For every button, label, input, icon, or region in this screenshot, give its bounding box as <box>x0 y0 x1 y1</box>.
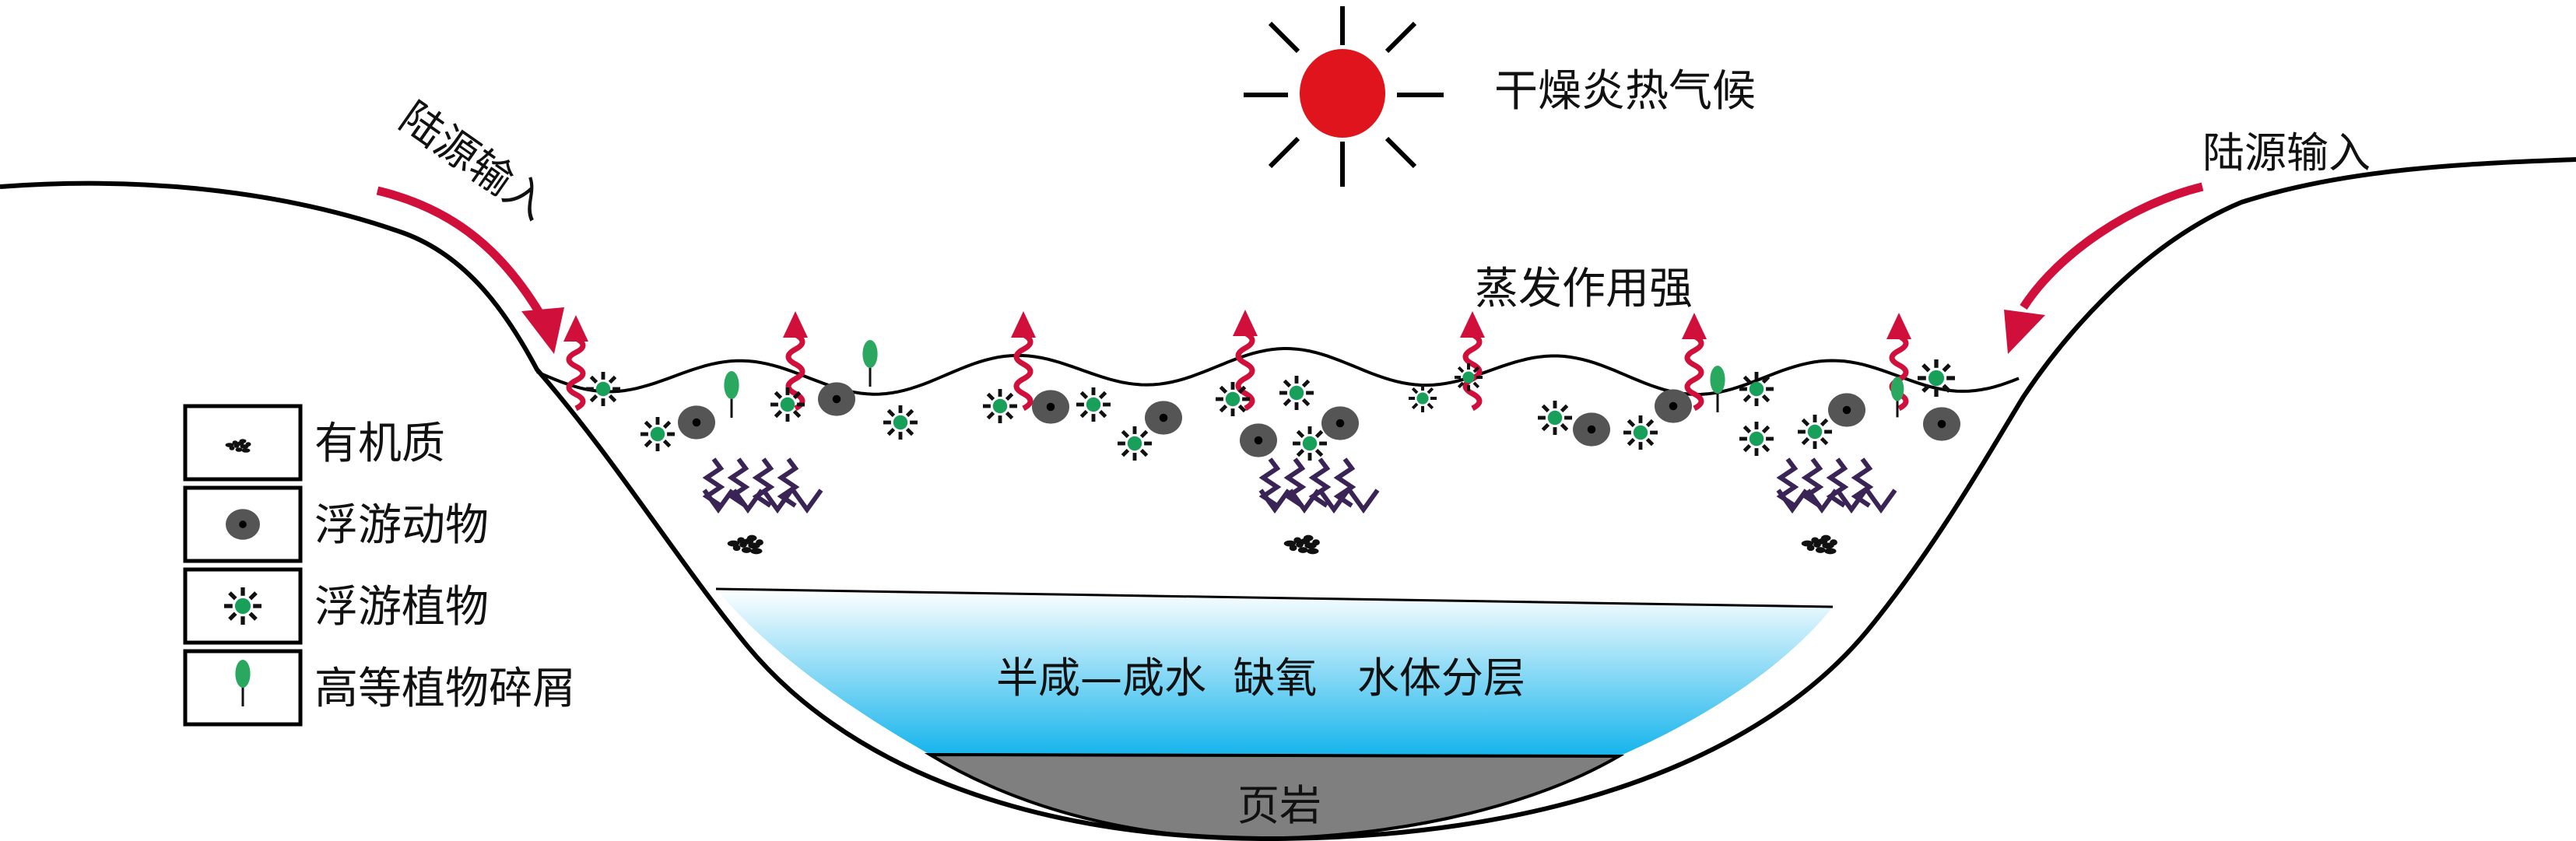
zooplankton-icon <box>1828 393 1865 427</box>
zooplankton-icon <box>1923 407 1960 441</box>
zooplankton-icon <box>1240 423 1277 457</box>
climate-label: 干燥炎热气候 <box>1494 66 1756 117</box>
evaporation-label: 蒸发作用强 <box>1475 264 1693 314</box>
organic-matter-icon <box>1283 534 1320 555</box>
plant-debris-icon <box>862 340 878 387</box>
phytoplankton-icon <box>1076 387 1111 422</box>
legend-item-organic: 有机质 <box>183 404 445 482</box>
legend-label: 有机质 <box>314 419 445 469</box>
zooplankton-icon <box>1573 412 1610 447</box>
legend-item-zoo: 浮游动物 <box>183 485 489 563</box>
terrestrial-input-label-right: 陆源输入 <box>2202 128 2371 177</box>
phytoplankton-icon <box>1918 359 1955 397</box>
arrowhead-right <box>2004 310 2045 354</box>
phytoplankton-icon <box>1293 426 1327 461</box>
phytoplankton-icon <box>1216 382 1250 416</box>
phytoplankton-icon <box>883 405 918 440</box>
phytoplankton-icon <box>1739 372 1774 406</box>
zooplankton-icon <box>1032 390 1069 424</box>
phytoplankton-icon <box>224 587 261 625</box>
legend-label: 浮游动物 <box>314 500 489 551</box>
evaporation-arrow <box>1011 311 1036 412</box>
phytoplankton-icon <box>1118 426 1152 461</box>
phytoplankton-icon <box>1538 401 1572 435</box>
phytoplankton-icon <box>1279 376 1314 410</box>
water-condition-label: 半咸—咸水 缺氧 水体分层 <box>996 654 1525 703</box>
terrestrial-input-arrow-right <box>2020 182 2204 310</box>
plant-debris-icon <box>235 660 251 706</box>
phytoplankton-icon <box>640 417 675 451</box>
phytoplankton-icon <box>770 387 805 422</box>
arrowhead-left <box>521 307 564 354</box>
zooplankton-icon <box>678 405 715 440</box>
terrestrial-input-arrow-left <box>376 186 545 317</box>
phytoplankton-icon <box>586 372 620 406</box>
shale-label: 页岩 <box>1237 781 1321 830</box>
organic-matter-icon <box>727 534 763 555</box>
phytoplankton-icon <box>1623 415 1658 450</box>
phytoplankton-icon <box>1798 415 1832 449</box>
legend-item-phyto: 浮游植物 <box>183 567 489 645</box>
legend-label: 高等植物碎屑 <box>314 664 576 714</box>
legend-item-plant: 高等植物碎屑 <box>183 649 576 727</box>
zooplankton-icon <box>226 509 260 540</box>
plant-debris-icon <box>1890 377 1904 418</box>
evaporation-arrow <box>1233 310 1258 412</box>
organic-matter-icon <box>1801 534 1837 555</box>
water-surface <box>536 346 2020 397</box>
plant-debris-icon <box>1710 366 1725 412</box>
evaporation-arrow <box>563 315 588 412</box>
phytoplankton-icon <box>983 389 1017 423</box>
phytoplankton-icon <box>1409 384 1437 412</box>
zooplankton-icon <box>1145 401 1182 435</box>
stratification-line <box>715 587 1834 608</box>
organic-matter-icon <box>225 439 251 453</box>
phytoplankton-icon <box>1739 422 1774 456</box>
zooplankton-icon <box>1655 389 1692 423</box>
evaporation-arrow <box>1460 311 1485 412</box>
plankton-layer <box>586 340 1960 461</box>
evaporation-arrow <box>1682 313 1707 412</box>
zooplankton-icon <box>818 382 855 416</box>
sinking-column <box>702 457 823 555</box>
sinking-column <box>1258 457 1380 555</box>
sinking-organics <box>702 457 1897 555</box>
plant-debris-icon <box>724 371 739 418</box>
basin-profile <box>0 157 2576 841</box>
phytoplankton-icon <box>1455 363 1483 391</box>
zooplankton-icon <box>1321 406 1359 440</box>
sinking-column <box>1776 457 1897 555</box>
legend-label: 浮游植物 <box>314 582 489 633</box>
anoxic-water-layer <box>716 589 1833 756</box>
terrestrial-input-label-left: 陆源输入 <box>391 93 557 229</box>
sun-icon <box>1244 6 1444 187</box>
